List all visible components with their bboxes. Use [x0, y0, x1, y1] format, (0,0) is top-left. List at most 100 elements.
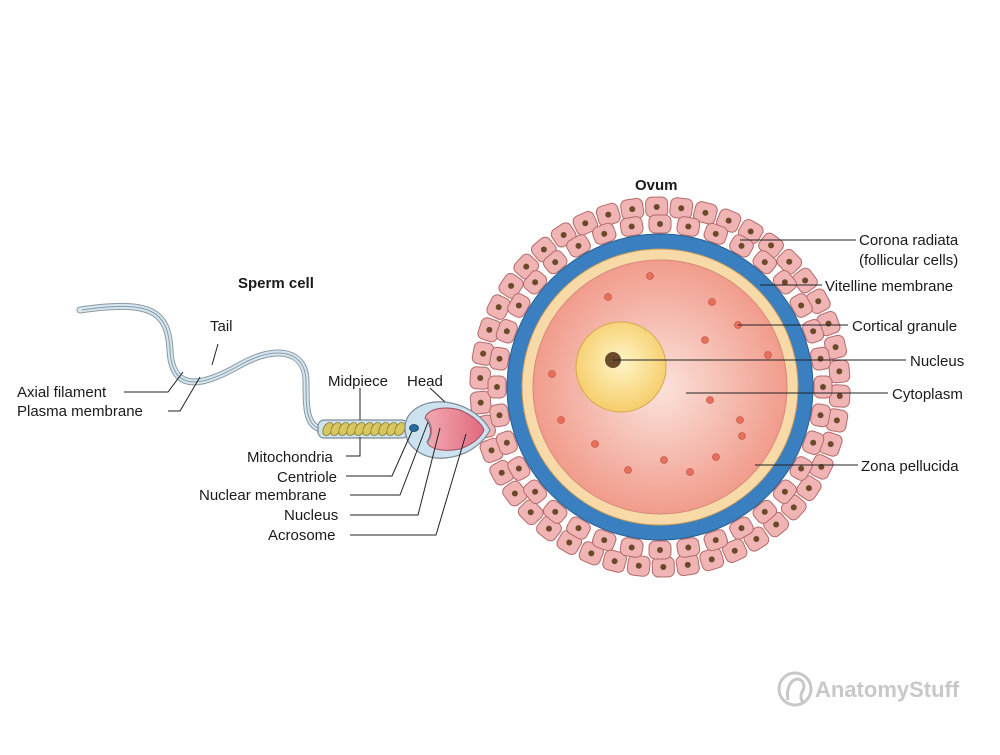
follicular-cell [752, 250, 778, 275]
brand-logo: AnatomyStuff [777, 671, 960, 707]
label-tail: Tail [210, 318, 233, 335]
follicular-cell [772, 479, 797, 505]
cortical-granule [548, 370, 556, 378]
follicular-cell [645, 196, 669, 218]
follicular-cell [495, 319, 518, 344]
cortical-granule [660, 456, 668, 464]
logo-icon [777, 671, 813, 707]
follicular-cell [489, 346, 510, 371]
follicular-cell [810, 403, 831, 428]
ovum-nucleus [575, 321, 667, 413]
label-plasma-membrane: Plasma membrane [17, 403, 143, 420]
follicular-cell [693, 201, 718, 225]
follicular-cell [703, 529, 728, 552]
label-axial-filament: Axial filament [17, 384, 107, 401]
cortical-granule [738, 432, 746, 440]
label-mitochondria: Mitochondria [247, 449, 334, 466]
cortical-granule [604, 293, 612, 301]
cortical-granule [646, 272, 654, 280]
cortical-granule [591, 440, 599, 448]
label-acrosome: Acrosome [268, 527, 336, 544]
follicular-cell [729, 516, 754, 540]
cortical-granule [624, 466, 632, 474]
follicular-cell [648, 214, 672, 234]
follicular-cell [619, 216, 644, 237]
follicular-cell [471, 341, 495, 366]
follicular-cell [469, 390, 492, 415]
follicular-cell [792, 267, 818, 294]
cortical-granule [686, 468, 694, 476]
follicular-cell [796, 475, 822, 501]
follicular-cell [486, 294, 511, 320]
follicular-cell [602, 549, 627, 573]
sperm-cell [76, 302, 491, 459]
sperm-title: Sperm cell [238, 275, 314, 292]
brand-name: AnatomyStuff [815, 677, 960, 702]
follicular-cell [498, 273, 524, 299]
follicular-cell [572, 211, 598, 236]
cortical-granule [736, 416, 744, 424]
leader-lines [124, 239, 906, 536]
follicular-cell [825, 408, 849, 433]
follicular-cell [507, 293, 531, 318]
label-centriole: Centriole [277, 469, 337, 486]
follicular-cell [676, 216, 701, 237]
cortical-granule [557, 416, 565, 424]
follicular-cell [626, 554, 651, 577]
mitochondria-spiral [322, 422, 406, 436]
cortical-granule [712, 453, 720, 461]
follicular-cell [619, 537, 644, 558]
cortical-granule [708, 298, 716, 306]
label-follicular-cells: (follicular cells) [859, 252, 958, 269]
follicular-cell [722, 538, 748, 563]
follicular-cell [523, 269, 548, 295]
follicular-cell [517, 499, 544, 526]
cortical-granule [701, 336, 709, 344]
follicular-cell [669, 197, 694, 220]
follicular-cell [829, 384, 851, 408]
follicular-cell [620, 197, 645, 221]
follicular-cell [542, 499, 568, 524]
follicular-cell [648, 540, 672, 560]
follicular-cell [676, 537, 701, 558]
follicular-cell [813, 375, 833, 399]
label-midpiece: Midpiece [328, 373, 388, 390]
centriole [409, 424, 419, 432]
follicular-cell [651, 556, 675, 578]
label-vitelline-membrane: Vitelline membrane [825, 278, 953, 295]
follicular-cell [828, 359, 851, 384]
ovum [469, 196, 851, 578]
follicular-cell [789, 456, 813, 481]
follicular-cell [489, 403, 510, 428]
ovum-title: Ovum [635, 177, 678, 194]
follicular-cell [566, 516, 591, 540]
label-head: Head [407, 373, 443, 390]
follicular-cell [592, 222, 617, 245]
corona-radiata-cells [469, 196, 851, 578]
follicular-cell [495, 430, 518, 455]
follicular-cell [595, 202, 621, 227]
follicular-cell [566, 234, 591, 258]
follicular-cell [776, 248, 803, 275]
follicular-cell [592, 529, 617, 552]
follicular-cell [487, 375, 507, 399]
follicular-cell [542, 250, 568, 275]
label-nuclear-membrane: Nuclear membrane [199, 487, 327, 504]
follicular-cell [810, 346, 831, 371]
nuclear-membrane [426, 417, 433, 443]
follicular-cell [789, 293, 813, 318]
follicular-cell [523, 479, 548, 505]
follicular-cell [469, 366, 491, 390]
cortical-granule [764, 351, 772, 359]
label-corona-radiata: Corona radiata [859, 232, 959, 249]
follicular-cell [818, 431, 843, 457]
follicular-cell [752, 499, 778, 524]
label-cortical-granule: Cortical granule [852, 318, 957, 335]
follicular-cell [507, 456, 531, 481]
label-cytoplasm: Cytoplasm [892, 386, 963, 403]
axial-filament-line [81, 305, 326, 431]
follicular-cell [802, 430, 825, 455]
cortical-granule [706, 396, 714, 404]
